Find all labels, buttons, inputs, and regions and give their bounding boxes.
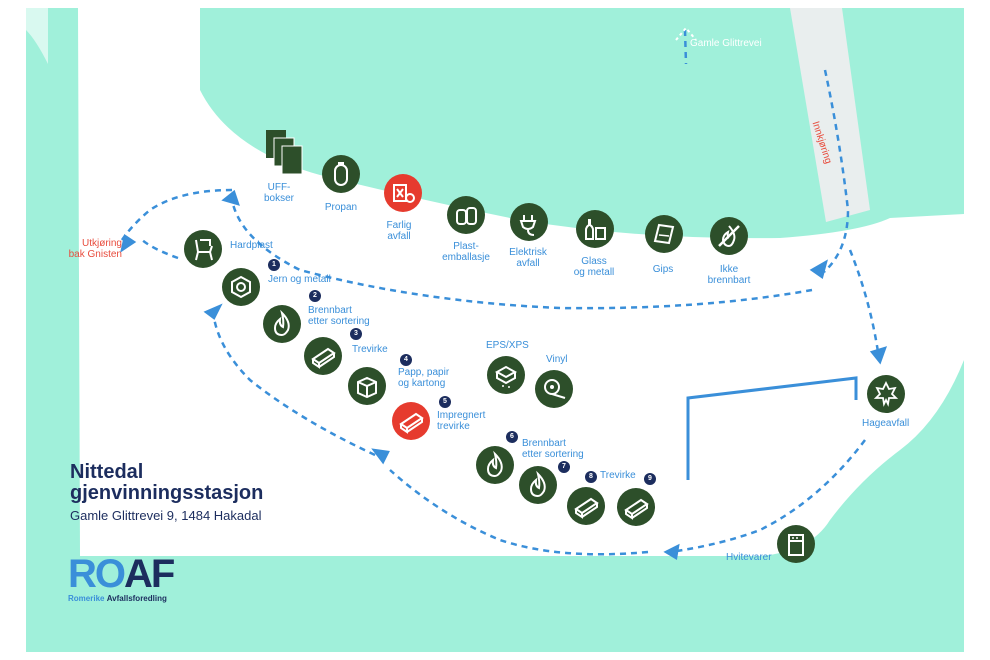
hazardous-waste-icon [393, 184, 415, 203]
logo-ro: RO [68, 552, 126, 596]
label-jern: Jern og metall [268, 274, 331, 285]
station-impregnert [392, 402, 430, 440]
station-gips [645, 215, 683, 253]
station-propan [322, 155, 360, 193]
number-1: 1 [268, 259, 280, 271]
label-hageavfall: Hageavfall [862, 418, 910, 429]
plastic-chair-icon [195, 239, 213, 261]
number-8: 8 [585, 471, 597, 483]
ground-area [78, 8, 964, 556]
vinyl-roll-icon [544, 379, 566, 399]
wood-plank-icon [311, 347, 336, 369]
label-uff: UFF- bokser [263, 182, 294, 204]
container-frame [686, 376, 858, 480]
label-propan: Propan [324, 202, 358, 213]
label-papp: Papp, papir og kartong [398, 367, 450, 389]
plasterboard-icon [653, 223, 675, 245]
station-vinyl [535, 370, 573, 408]
number-4: 4 [400, 354, 412, 366]
number-7: 7 [558, 461, 570, 473]
glass-bottles-icon [585, 219, 606, 240]
station-hageavfall [867, 375, 905, 413]
label-eps: EPS/XPS [486, 340, 529, 351]
label-ikke: Ikke brennbart [707, 264, 751, 286]
station-plastemballasje [447, 196, 485, 234]
page-title: Nittedal gjenvinningsstasjon [70, 461, 264, 504]
flame-icon [486, 450, 503, 478]
road-label-gamle-glittrevei: Gamle Glittrevei [690, 38, 762, 49]
entry-road [790, 8, 870, 222]
address: Gamle Glittrevei 9, 1484 Hakadal [70, 508, 262, 523]
station-brennbart-3 [519, 466, 557, 504]
label-brennbart-2: Brennbart etter sortering [522, 438, 584, 460]
label-elektrisk: Elektrisk avfall [509, 247, 547, 269]
road-label-utkjoring: Utkjøring bak Gnisten [68, 238, 122, 260]
station-brennbart-1 [263, 305, 301, 343]
label-hardplast: Hardplast [230, 240, 273, 251]
logo-af: AF [124, 552, 175, 596]
roaf-logo: ROAF Romerike Avfallsforedling [68, 554, 175, 603]
station-jern-og-metall [222, 268, 260, 306]
station-ikke-brennbart [710, 217, 748, 255]
logo-sub-a: Romerike [68, 594, 105, 603]
logo-sub-b: Avfallsforedling [106, 594, 167, 603]
station-farlig-avfall [384, 174, 422, 212]
no-fire-icon [718, 225, 740, 248]
station-hvitevarer [777, 525, 815, 563]
station-hardplast [184, 230, 222, 268]
label-gips: Gips [652, 264, 674, 275]
label-trevirke-2: Trevirke [600, 470, 636, 481]
label-hvitevarer: Hvitevarer [726, 552, 772, 563]
number-6: 6 [506, 431, 518, 443]
appliance-icon [788, 534, 804, 556]
flame-icon [529, 470, 546, 498]
label-farlig: Farlig avfall [386, 220, 412, 242]
number-5: 5 [439, 396, 451, 408]
station-brennbart-2 [476, 446, 514, 484]
label-brennbart-1: Brennbart etter sortering [308, 305, 370, 327]
cardboard-box-icon [357, 376, 377, 399]
number-9: 9 [644, 473, 656, 485]
label-plast: Plast- emballasje [442, 241, 490, 263]
uff-boxes [264, 130, 304, 178]
station-elektrisk-avfall [510, 203, 548, 241]
leaf-icon [873, 380, 899, 407]
station-trevirke-1 [304, 337, 342, 375]
station-eps-xps [487, 356, 525, 394]
label-impregnert: Impregnert trevirke [437, 410, 486, 432]
box-icon [266, 130, 303, 175]
plastic-bottles-icon [456, 207, 477, 225]
number-3: 3 [350, 328, 362, 340]
wood-plank-icon [624, 498, 649, 520]
wood-plank-icon [399, 412, 424, 434]
label-glass: Glass og metall [573, 256, 615, 278]
eps-block-icon [494, 365, 518, 388]
propane-tank-icon [334, 162, 348, 186]
label-trevirke-1: Trevirke [352, 344, 388, 355]
station-trevirke-3 [617, 488, 655, 526]
flame-icon [273, 309, 290, 337]
station-papp [348, 367, 386, 405]
number-2: 2 [309, 290, 321, 302]
station-trevirke-2 [567, 487, 605, 525]
station-glass-og-metall [576, 210, 614, 248]
metal-nut-icon [231, 275, 251, 299]
wood-plank-icon [574, 497, 599, 519]
electric-plug-icon [519, 215, 537, 236]
label-vinyl: Vinyl [546, 354, 568, 365]
